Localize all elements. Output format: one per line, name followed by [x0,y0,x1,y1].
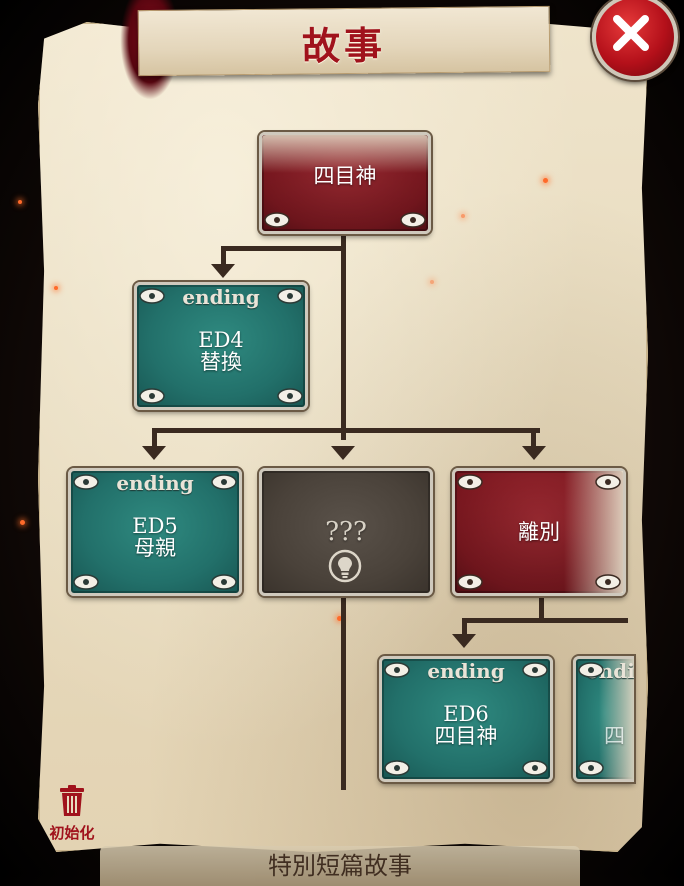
eye-ornament-icon [211,574,237,590]
ember [20,520,25,525]
eye-ornament-icon [595,574,621,590]
node-label: 替換 [200,350,242,374]
story-node-root[interactable]: 四目神 [259,132,431,234]
eye-ornament-icon [595,474,621,490]
node-code: ED5 [132,514,178,538]
page-title: 故事 [301,22,387,69]
eye-ornament-icon [264,212,290,228]
arrow [522,446,546,460]
story-node-ed6[interactable]: ending ED6 四目神 [379,656,553,782]
arrow [452,634,476,648]
node-code: ED4 [198,328,244,352]
story-node-ed4[interactable]: ending ED4 替換 [134,282,308,410]
node-fade [564,471,623,593]
ending-badge: ending [182,285,260,309]
title-banner: 故事 [137,5,551,77]
eye-ornament-icon [384,662,410,678]
story-node-partial[interactable]: ending 四 [573,656,634,782]
node-label: ??? [325,517,367,547]
eye-ornament-icon [384,760,410,776]
connector [152,428,157,448]
arrow [211,264,235,278]
eye-ornament-icon [211,474,237,490]
arrow [142,446,166,460]
connector [221,246,226,266]
ember [430,280,434,284]
story-node-parting[interactable]: 離別 [452,468,626,596]
eye-ornament-icon [139,388,165,404]
lightbulb-icon [328,549,362,583]
story-node-ed5[interactable]: ending ED5 母親 [68,468,242,596]
connector [531,428,536,448]
connector [462,618,467,636]
connector [341,228,346,440]
eye-ornament-icon [457,474,483,490]
node-highlight [262,135,428,174]
ember [54,286,58,290]
connector [341,594,346,790]
ending-badge: ending [427,659,505,683]
ember [18,200,22,204]
node-label: 離別 [518,520,560,544]
eye-ornament-icon [578,662,604,678]
connector [462,618,628,623]
connector [222,246,346,251]
ember [543,178,548,183]
node-label: 四 [604,724,625,748]
trash-icon [60,785,84,816]
ember [337,616,342,621]
eye-ornament-icon [522,662,548,678]
eye-ornament-icon [522,760,548,776]
connector [152,428,540,433]
eye-ornament-icon [277,288,303,304]
bottom-tab-label: 特別短篇故事 [268,852,412,880]
reset-button[interactable]: 初始化 [44,784,100,843]
eye-ornament-icon [277,388,303,404]
node-fade [599,659,634,779]
eye-ornament-icon [457,574,483,590]
connector [539,596,544,622]
node-code: ED6 [443,702,489,726]
ending-badge: ending [116,471,194,495]
eye-ornament-icon [139,288,165,304]
node-label: 母親 [134,536,176,560]
node-label: 四目神 [313,164,377,188]
arrow [331,446,355,460]
story-node-locked[interactable]: ??? [259,468,433,596]
eye-ornament-icon [578,760,604,776]
node-label: 四目神 [434,724,498,748]
ember [461,214,465,218]
reset-label: 初始化 [49,824,95,842]
bottom-tab-special-stories[interactable]: 特別短篇故事 [100,846,580,886]
eye-ornament-icon [400,212,426,228]
eye-ornament-icon [73,574,99,590]
close-button[interactable] [592,0,678,80]
close-icon [613,15,649,51]
eye-ornament-icon [73,474,99,490]
